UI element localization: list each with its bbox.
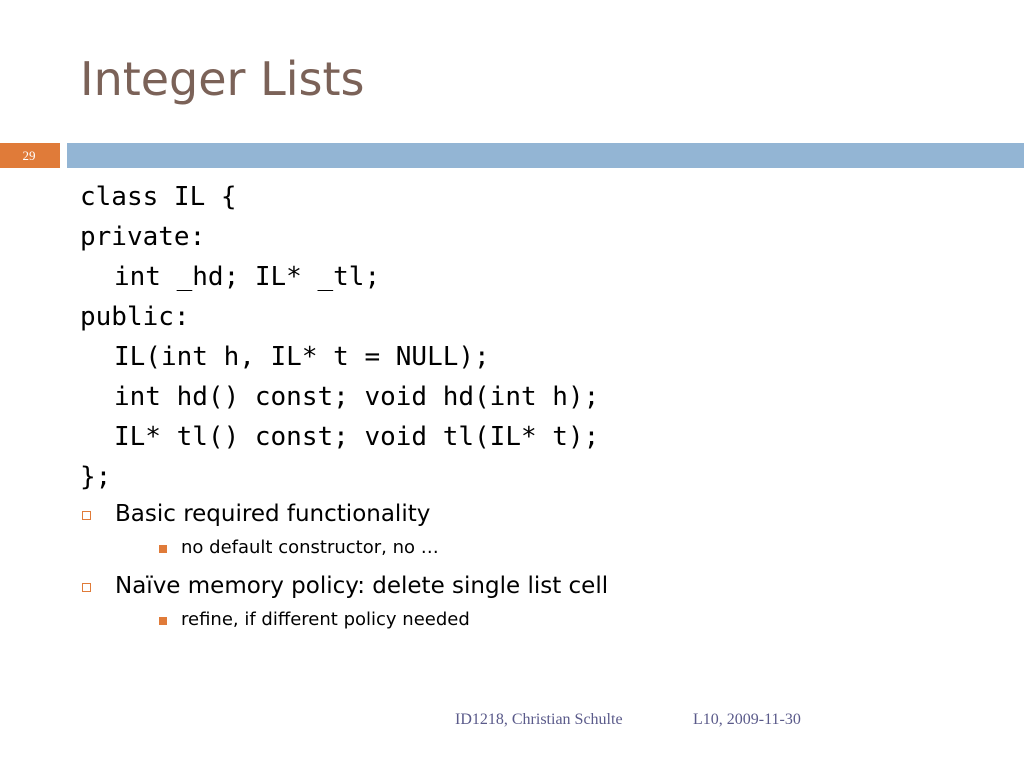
filled-square-bullet-icon: [159, 545, 167, 553]
sub-bullet-text: refine, if different policy needed: [181, 609, 470, 630]
sub-bullet-item: no default constructor, no …: [80, 537, 980, 571]
code-line: class IL {: [80, 182, 237, 212]
code-line: IL* tl() const; void tl(IL* t);: [114, 422, 600, 452]
code-line: private:: [80, 222, 206, 252]
filled-square-bullet-icon: [159, 617, 167, 625]
footer-course-author: ID1218, Christian Schulte: [455, 711, 623, 728]
code-block: class IL { private: int _hd; IL* _tl;publi…: [80, 177, 599, 497]
footer-lecture-date: L10, 2009-11-30: [693, 711, 801, 728]
page-number-box: [0, 143, 60, 168]
bullet-item: Basic required functionality: [80, 499, 980, 537]
code-line: };: [80, 462, 112, 492]
sub-bullet-item: refine, if different policy needed: [80, 609, 980, 643]
code-line: IL(int h, IL* t = NULL);: [114, 342, 490, 372]
sub-bullet-text: no default constructor, no …: [181, 537, 439, 558]
hollow-square-bullet-icon: [82, 583, 91, 592]
page-number: 29: [22, 148, 36, 163]
code-line: int _hd; IL* _tl;: [114, 262, 381, 292]
bullet-text: Naïve memory policy: delete single list …: [115, 573, 609, 599]
code-line: int hd() const; void hd(int h);: [114, 382, 600, 412]
bullet-list: Basic required functionality no default …: [80, 499, 980, 643]
bullet-item: Naïve memory policy: delete single list …: [80, 571, 980, 609]
slide-title: Integer Lists: [80, 52, 365, 106]
bullet-text: Basic required functionality: [115, 501, 431, 527]
hollow-square-bullet-icon: [82, 511, 91, 520]
code-line: public:: [80, 302, 190, 332]
header-bar: [67, 143, 1024, 168]
